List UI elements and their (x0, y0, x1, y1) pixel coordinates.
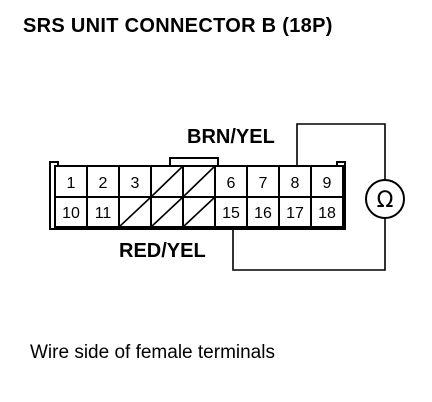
terminal-2: 2 (99, 175, 108, 192)
terminal-10: 10 (62, 205, 80, 222)
unused-cavities-hatch (118, 165, 216, 228)
wire-label-red-yel: RED/YEL (119, 240, 206, 262)
terminal-6: 6 (227, 175, 236, 192)
terminal-8: 8 (291, 175, 300, 192)
terminal-16: 16 (254, 205, 272, 222)
wire-label-brn-yel: BRN/YEL (187, 126, 275, 148)
terminal-11: 11 (95, 205, 112, 222)
ohmmeter-icon: Ω (365, 179, 405, 219)
diagram-title: SRS UNIT CONNECTOR B (18P) (23, 15, 333, 37)
probe-wire-red-yel (232, 218, 386, 271)
terminal-15: 15 (222, 205, 240, 222)
terminal-3: 3 (131, 175, 140, 192)
terminal-7: 7 (259, 175, 268, 192)
ohm-symbol: Ω (377, 188, 394, 213)
terminal-17: 17 (286, 205, 304, 222)
terminal-18: 18 (318, 205, 336, 222)
probe-wire-brn-yel (296, 123, 386, 180)
terminal-1: 1 (67, 175, 76, 192)
caption: Wire side of female terminals (30, 342, 275, 363)
terminal-9: 9 (323, 175, 332, 192)
